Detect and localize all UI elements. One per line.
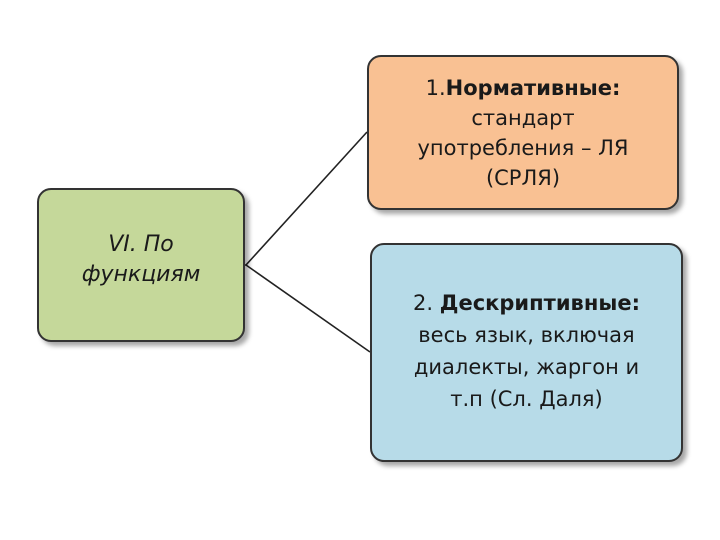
connector-to-box-2	[245, 264, 371, 353]
normative-line-4: (СРЛЯ)	[485, 165, 561, 190]
normative-heading: 1.Нормативные:	[426, 73, 621, 103]
normative-title: Нормативные:	[445, 75, 621, 100]
descriptive-heading: 2. Дескриптивные:	[413, 287, 640, 319]
normative-number: 1.	[425, 75, 446, 100]
descriptive-node-box: 2. Дескриптивные: весь язык, включая диа…	[370, 243, 683, 462]
root-line-2: функциям	[81, 262, 201, 287]
root-node-box: VI. По функциям	[37, 188, 245, 342]
normative-node-box: 1.Нормативные: стандарт употребления – Л…	[367, 55, 679, 210]
normative-line-2: стандарт	[471, 105, 575, 130]
connector-to-box-1	[245, 131, 368, 266]
descriptive-line-2: весь язык, включая	[418, 323, 635, 347]
root-line-1: VI. По	[108, 232, 174, 257]
descriptive-line-4: т.п (Сл. Даля)	[450, 387, 603, 411]
descriptive-title: Дескриптивные:	[439, 291, 640, 315]
descriptive-number: 2.	[413, 291, 440, 315]
descriptive-line-3: диалекты, жаргон и	[413, 355, 640, 379]
normative-line-3: употребления – ЛЯ	[417, 135, 629, 160]
